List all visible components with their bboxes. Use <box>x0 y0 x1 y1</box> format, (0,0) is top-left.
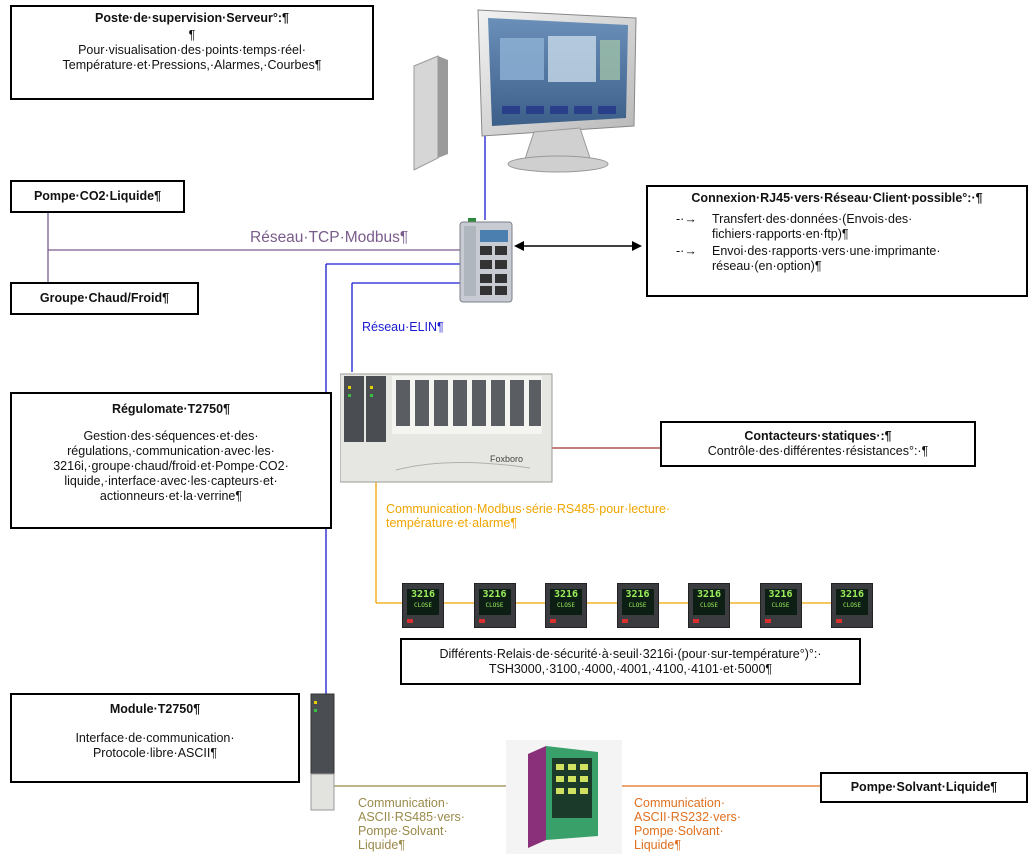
module-t2750-device <box>310 693 335 811</box>
rs232-label-line: Pompe·Solvant· <box>634 824 724 838</box>
controller-display-status: CLOSE <box>842 602 862 609</box>
module-line: Interface·de·communication· <box>75 731 235 745</box>
rs485-label-line: Pompe·Solvant· <box>358 824 448 838</box>
pump-solvent-box: Pompe·Solvant·Liquide¶ <box>820 772 1028 803</box>
module-box: Module·T2750¶ Interface·de·communication… <box>10 693 300 783</box>
modbus-label-line: Communication·Modbus·série·RS485·pour·le… <box>386 502 671 516</box>
server-line: Température·et·Pressions,·Alarmes,·Courb… <box>62 58 322 72</box>
rj45-bullet-list: -·→ Transfert·des·données·(Envois·des· fi… <box>654 212 1020 274</box>
controller-display-status: CLOSE <box>771 602 790 609</box>
controller-display-value: 3216 <box>553 589 579 600</box>
controller-status-led <box>621 619 628 623</box>
rj45-arrow-left-head <box>514 241 524 251</box>
rs232-label-line: Liquide¶ <box>634 838 682 852</box>
converter-device <box>506 740 622 854</box>
controller-display-value: 3216 <box>768 589 793 600</box>
modbus-label: Communication·Modbus·série·RS485·pour·le… <box>386 502 670 530</box>
relays-box: Différents·Relais·de·sécurité·à·seuil·32… <box>400 638 861 685</box>
rj45-bullet-marker: -·→ <box>676 212 697 226</box>
server-line: ¶ <box>188 28 196 42</box>
controller-display-value: 3216 <box>839 589 865 600</box>
rj45-title: Connexion·RJ45·vers·Réseau·Client·possib… <box>691 191 983 205</box>
rj45-arrow-right-head <box>632 241 642 251</box>
controller-display-value: 3216 <box>410 589 436 600</box>
controller-display-value: 3216 <box>625 589 650 600</box>
controller-status-led <box>836 619 842 623</box>
regulomate-line: régulations,·communication·avec·les· <box>67 444 275 458</box>
rs485-label: Communication· ASCII·RS485·vers· Pompe·S… <box>358 796 465 852</box>
computer-illustration <box>413 9 637 173</box>
regulomate-line: Gestion·des·séquences·et·des· <box>83 429 259 443</box>
regulomate-box: Régulomate·T2750¶ Gestion·des·séquences·… <box>10 392 332 529</box>
elin-label: Réseau·ELIN¶ <box>362 320 444 334</box>
modbus-label-line: température·et·alarme¶ <box>386 516 518 530</box>
pump-co2-title: Pompe·CO2·Liquide¶ <box>33 189 162 203</box>
rs485-label-line: ASCII·RS485·vers· <box>358 810 465 824</box>
network-switch <box>459 218 513 303</box>
controller-status-led <box>550 619 556 623</box>
relays-line: TSH3000,·3100,·4000,·4001,·4100,·4101·et… <box>488 662 773 676</box>
contactors-box: Contacteurs·statiques·:¶ Contrôle·des·di… <box>660 421 976 467</box>
rs232-label-line: ASCII·RS232·vers· <box>634 810 741 824</box>
controller-display-value: 3216 <box>482 589 507 600</box>
rs485-label-line: Communication· <box>358 796 450 810</box>
hot-cold-box: Groupe·Chaud/Froid¶ <box>10 282 199 315</box>
controller-status-led <box>478 619 485 623</box>
rj45-bullet-text: Transfert·des·données·(Envois·des· fichi… <box>712 212 913 241</box>
controller-display-status: CLOSE <box>628 602 647 609</box>
controller-display-status: CLOSE <box>699 602 719 609</box>
rj45-box: Connexion·RJ45·vers·Réseau·Client·possib… <box>646 185 1028 297</box>
controller-status-led <box>764 619 771 623</box>
tcp-label: Réseau·TCP·Modbus¶ <box>250 229 409 246</box>
relays-line: Différents·Relais·de·sécurité·à·seuil·32… <box>439 647 822 661</box>
pump-solvent-title: Pompe·Solvant·Liquide¶ <box>850 780 998 794</box>
controller-display-status: CLOSE <box>413 602 433 609</box>
server-title: Poste·de·supervision·Serveur°:¶ <box>95 11 289 25</box>
contactors-title: Contacteurs·statiques·:¶ <box>744 429 892 443</box>
controller-status-led <box>407 619 413 623</box>
rj45-bullet: -·→ Envoi·des·rapports·vers·une·imprimant… <box>654 244 1020 274</box>
rs485-label-line: Liquide¶ <box>358 838 406 852</box>
foxboro-label: Foxboro <box>490 454 523 464</box>
controller-display-value: 3216 <box>696 589 722 600</box>
pump-co2-box: Pompe·CO2·Liquide¶ <box>10 180 185 213</box>
contactors-line: Contrôle·des·différentes·résistances°:·¶ <box>707 444 929 458</box>
module-line: Protocole·libre·ASCII¶ <box>92 746 218 760</box>
regulomate-line: liquide,·interface·avec·les·capteurs·et· <box>64 474 278 488</box>
hot-cold-title: Groupe·Chaud/Froid¶ <box>39 291 170 305</box>
server-line: Pour·visualisation·des·points·temps·réel… <box>78 43 306 57</box>
server-box: Poste·de·supervision·Serveur°:¶ ¶ Pour·v… <box>10 5 374 100</box>
rs232-label: Communication· ASCII·RS232·vers· Pompe·S… <box>634 796 741 852</box>
rs232-label-line: Communication· <box>634 796 726 810</box>
regulomate-line: 3216i,·groupe·chaud/froid·et·Pompe·CO2· <box>53 459 289 473</box>
rj45-bullet: -·→ Transfert·des·données·(Envois·des· fi… <box>654 212 1020 242</box>
controller-status-led <box>693 619 699 623</box>
rj45-bullet-marker: -·→ <box>676 244 697 258</box>
module-title: Module·T2750¶ <box>109 702 201 716</box>
rj45-bullet-text: Envoi·des·rapports·vers·une·imprimante· … <box>712 244 941 273</box>
regulomate-line: actionneurs·et·la·verrine¶ <box>99 489 243 503</box>
controller-display-status: CLOSE <box>485 602 504 609</box>
regulomate-title: Régulomate·T2750¶ <box>111 402 231 416</box>
t2750-rack: Foxboro <box>340 373 553 483</box>
controller-display-status: CLOSE <box>556 602 576 609</box>
